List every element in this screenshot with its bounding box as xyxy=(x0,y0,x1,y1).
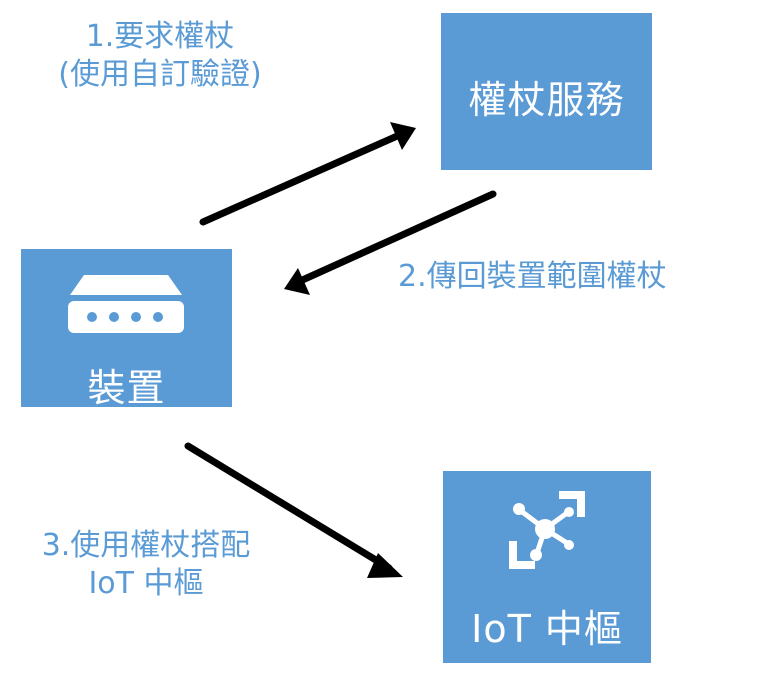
step-2-label: 2.傳回裝置範圍權杖 xyxy=(398,258,728,296)
iot-hub-label: IoT 中樞 xyxy=(471,607,623,651)
arrow-return-token xyxy=(294,190,497,286)
arrow-request-token xyxy=(199,129,408,226)
step-2-line-1: 2.傳回裝置範圍權杖 xyxy=(398,259,667,294)
step-1-line-2: (使用自訂驗證) xyxy=(58,57,262,92)
arrow-return-token-head xyxy=(284,268,310,295)
router-device-icon xyxy=(68,275,184,333)
step-3-label: 3.使用權杖搭配 IoT 中樞 xyxy=(0,527,292,603)
device-box: 裝置 xyxy=(21,249,232,410)
iot-hub-icon xyxy=(509,491,585,569)
step-3-line-1: 3.使用權杖搭配 xyxy=(41,528,251,563)
step-3-line-2: IoT 中樞 xyxy=(88,566,204,601)
step-1-label: 1.要求權杖 (使用自訂驗證) xyxy=(20,18,300,94)
step-1-line-1: 1.要求權杖 xyxy=(85,19,235,54)
device-label: 裝置 xyxy=(87,366,166,410)
arrow-use-token-head xyxy=(367,553,403,578)
iot-hub-box: IoT 中樞 xyxy=(443,471,651,663)
auth-service-box: 權杖服務 xyxy=(441,13,652,170)
arrow-use-token xyxy=(184,442,393,572)
arrow-request-token-head xyxy=(390,122,416,150)
auth-service-label: 權杖服務 xyxy=(468,78,625,122)
